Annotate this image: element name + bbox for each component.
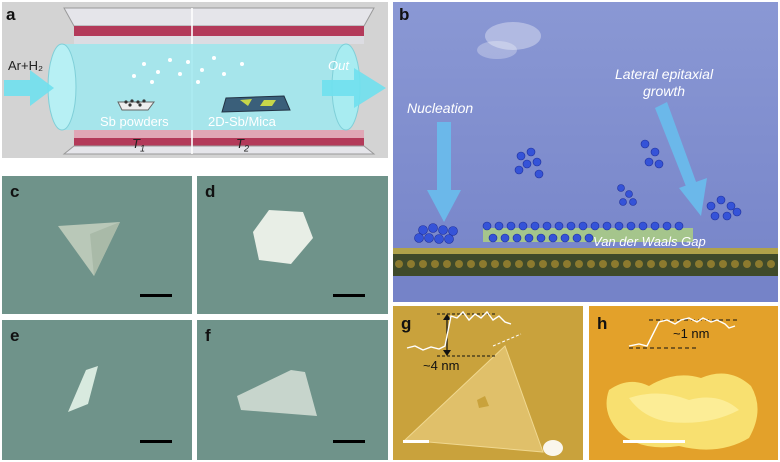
rhombus-flake xyxy=(68,366,98,412)
inlet-gas-label: Ar+H₂ xyxy=(8,58,44,73)
trapezoid-flake xyxy=(237,370,317,416)
scale-bar-c xyxy=(140,294,172,297)
panel-d-optical-hexagon: d xyxy=(197,176,388,314)
substrate-label: 2D-Sb/Mica xyxy=(208,114,276,129)
panel-b-label: b xyxy=(399,5,410,24)
scale-bar-h xyxy=(623,440,685,443)
vapour-dots xyxy=(132,56,244,84)
panel-f-optical-trapezoid: f xyxy=(197,320,388,460)
panel-h-label: h xyxy=(597,314,608,333)
outlet-arrow xyxy=(322,68,386,108)
panel-c-optical-triangle: c xyxy=(2,176,192,314)
scale-bar-g xyxy=(403,440,429,443)
lateral-growth-arrow xyxy=(655,102,699,194)
inlet-arrow xyxy=(4,70,54,106)
afm-triangle-flake xyxy=(403,345,544,453)
panel-f-label: f xyxy=(205,326,211,345)
sb-monolayer xyxy=(482,195,742,243)
panel-a-label: a xyxy=(6,5,16,24)
panel-c-label: c xyxy=(10,182,20,201)
temperature-t1-label: T1 xyxy=(132,136,145,154)
nucleation-arrow xyxy=(437,122,451,192)
scale-bar-e xyxy=(140,440,172,443)
substrate-atoms xyxy=(395,260,775,268)
panel-g-label: g xyxy=(401,314,412,333)
sb-clusters xyxy=(514,139,664,206)
height-profile-line xyxy=(406,310,512,351)
panel-g-afm-image: g ~4 nm xyxy=(393,306,583,460)
scale-bar-f xyxy=(333,440,365,443)
panel-d-label: d xyxy=(205,182,216,201)
growth-illustration xyxy=(393,22,778,302)
outlet-label: Out xyxy=(328,58,349,73)
scale-bar-d xyxy=(333,294,365,297)
hexagon-flake xyxy=(253,210,313,264)
nucleation-label: Nucleation xyxy=(407,100,474,116)
panel-e-label: e xyxy=(10,326,20,345)
panel-h-afm-image: h ~1 nm xyxy=(589,306,778,460)
panel-a-furnace-schematic: a Ar+H₂ Out Sb powders 2D-Sb/Mica T1 T2 xyxy=(2,2,388,158)
height-profile-line-h xyxy=(628,317,736,347)
panel-e-optical-rhombus: e xyxy=(2,320,192,460)
height-label-h: ~1 nm xyxy=(673,326,710,341)
source-label: Sb powders xyxy=(100,114,169,129)
vdw-gap-label: Van der Waals Gap xyxy=(593,234,706,249)
furnace-diagram xyxy=(4,7,386,155)
height-label-g: ~4 nm xyxy=(423,358,460,373)
temperature-t2-label: T2 xyxy=(236,136,249,154)
